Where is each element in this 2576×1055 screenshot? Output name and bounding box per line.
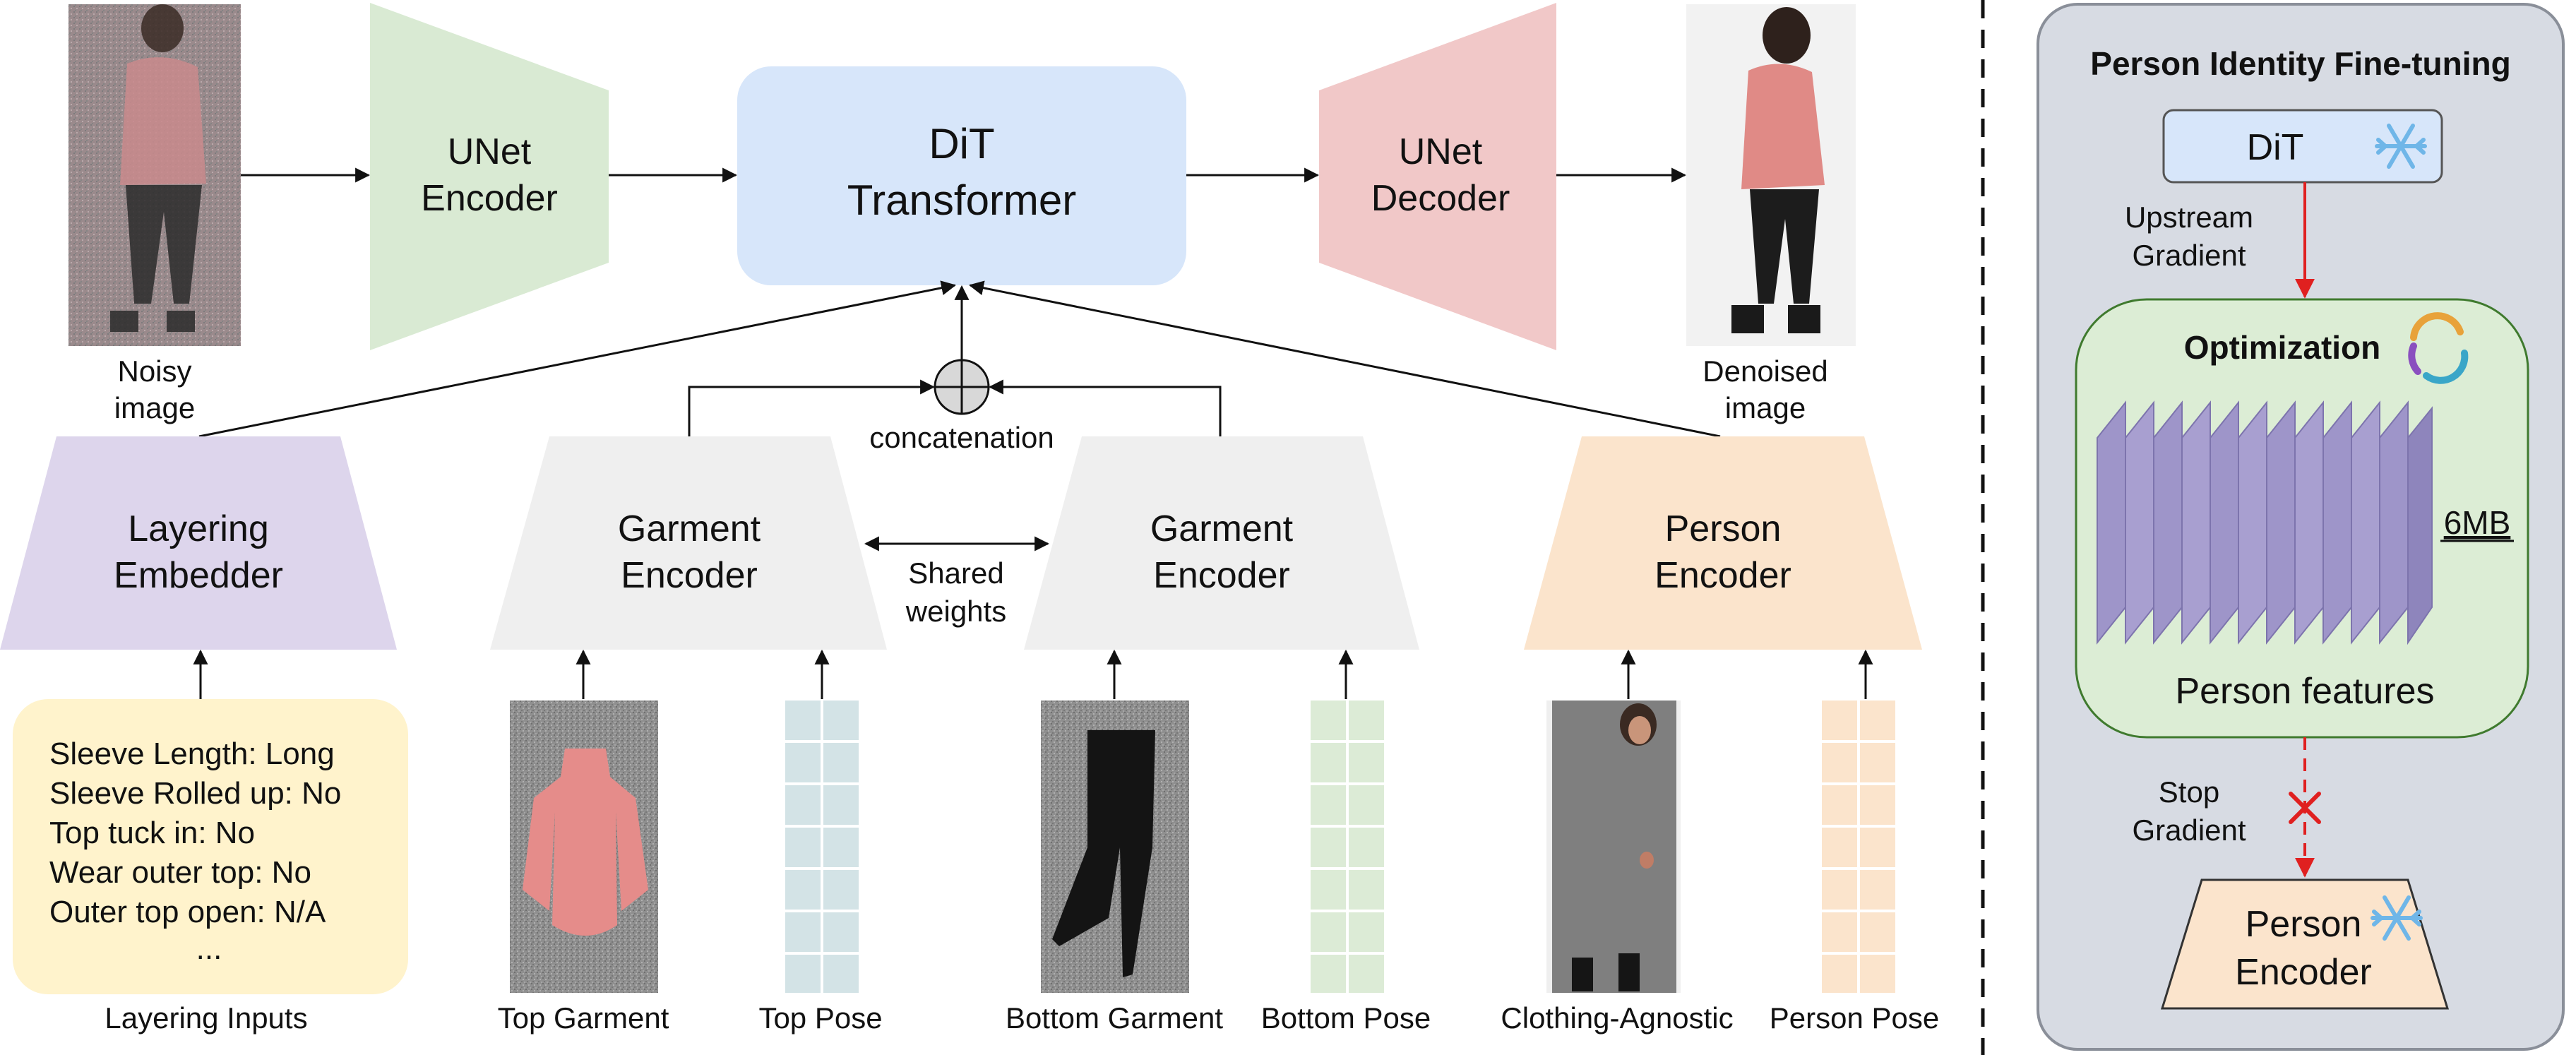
- layering-embedder-block: [0, 436, 397, 650]
- arrow-layering-to-dit: [198, 280, 957, 438]
- optimization-label: Optimization: [2184, 329, 2381, 366]
- dit-transformer-block: [737, 66, 1186, 285]
- top-garment-image: [510, 701, 658, 993]
- arrow-garment-bottom-to-concat: [988, 379, 1222, 436]
- noisy-image-label-1: Noisy: [117, 354, 191, 388]
- layering-input-3: Top tuck in: No: [49, 816, 255, 850]
- unet-decoder-label-1: UNet: [1399, 131, 1483, 172]
- dit-label-1: DiT: [929, 120, 994, 167]
- garment-encoder-bottom-label-1: Garment: [1150, 508, 1294, 549]
- circle-plus-icon: [934, 359, 990, 415]
- person-encoder-block: [1524, 436, 1922, 650]
- panel-dit-box: [2162, 109, 2443, 184]
- person-features-stack: [2097, 400, 2433, 645]
- garment-encoder-bottom-label-2: Encoder: [1153, 555, 1290, 596]
- top-pose-grid: [785, 701, 859, 993]
- bottom-pose-grid: [1311, 701, 1384, 993]
- clothing-agnostic-image: [1546, 701, 1681, 993]
- layering-input-6: ...: [196, 931, 222, 966]
- garment-encoder-top-label-1: Garment: [618, 508, 761, 549]
- noisy-image: [68, 4, 241, 346]
- layering-embedder-label-1: Layering: [128, 508, 268, 549]
- person-encoder-label-2: Encoder: [1654, 555, 1791, 596]
- denoised-image-label-2: image: [1725, 391, 1806, 424]
- arrow-person-to-dit: [968, 280, 1721, 438]
- person-pose-grid: [1822, 701, 1895, 993]
- panel-person-encoder-label-2: Encoder: [2235, 952, 2372, 993]
- stop-label-1: Stop: [2159, 775, 2219, 809]
- caption-clothing-agnostic: Clothing-Agnostic: [1501, 1001, 1733, 1035]
- caption-bottom-pose: Bottom Pose: [1261, 1001, 1431, 1035]
- unet-decoder-block: [1319, 3, 1556, 350]
- unet-decoder-label-2: Decoder: [1371, 178, 1510, 219]
- person-features-label: Person features: [2175, 671, 2434, 712]
- layering-input-4: Wear outer top: No: [49, 855, 311, 890]
- panel-dit-label: DiT: [2247, 127, 2304, 168]
- panel-title: Person Identity Fine-tuning: [2090, 45, 2510, 82]
- concatenation-label: concatenation: [869, 421, 1054, 454]
- caption-person-pose: Person Pose: [1770, 1001, 1939, 1035]
- refresh-cycle-icon: [2408, 312, 2469, 384]
- upstream-label-1: Upstream: [2125, 201, 2253, 234]
- garment-encoder-top-label-2: Encoder: [621, 555, 758, 596]
- caption-top-pose: Top Pose: [758, 1001, 882, 1035]
- unet-encoder-label-2: Encoder: [421, 178, 558, 219]
- arrow-garment-top-to-concat: [688, 379, 936, 436]
- layering-embedder-label-2: Embedder: [114, 555, 283, 596]
- denoised-image-label-1: Denoised: [1703, 354, 1827, 388]
- layering-input-5: Outer top open: N/A: [49, 895, 326, 929]
- garment-encoder-bottom-block: [1024, 436, 1419, 650]
- layering-inputs-box: [13, 699, 408, 994]
- panel-person-encoder-label-1: Person: [2246, 904, 2362, 945]
- shared-weights-label-2: weights: [905, 595, 1006, 628]
- dit-label-2: Transformer: [847, 177, 1077, 224]
- cross-mark-icon: [2289, 792, 2321, 824]
- unet-encoder-block: [370, 3, 609, 350]
- feature-size-label: 6MB: [2444, 504, 2511, 541]
- caption-top-garment: Top Garment: [498, 1001, 669, 1035]
- upstream-label-2: Gradient: [2132, 239, 2246, 272]
- shared-weights-label-1: Shared: [908, 556, 1003, 590]
- caption-bottom-garment: Bottom Garment: [1006, 1001, 1223, 1035]
- layering-input-1: Sleeve Length: Long: [49, 737, 335, 771]
- caption-layering-inputs: Layering Inputs: [105, 1001, 307, 1035]
- unet-encoder-label-1: UNet: [448, 131, 532, 172]
- layering-input-2: Sleeve Rolled up: No: [49, 776, 341, 811]
- person-encoder-label-1: Person: [1665, 508, 1782, 549]
- denoised-image: [1686, 4, 1856, 346]
- snowflake-icon: [2375, 124, 2427, 169]
- bottom-garment-image: [1041, 701, 1189, 993]
- stop-label-2: Gradient: [2132, 813, 2246, 847]
- snowflake-icon: [2371, 895, 2423, 941]
- garment-encoder-top-block: [490, 436, 887, 650]
- noisy-image-label-2: image: [114, 391, 195, 424]
